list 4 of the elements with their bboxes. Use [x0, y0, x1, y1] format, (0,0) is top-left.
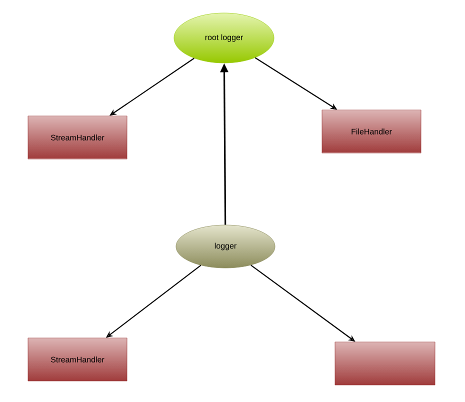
handler-box: StreamHandler	[28, 338, 128, 382]
handler-box: FileHandler	[322, 110, 422, 154]
empty-box	[334, 342, 436, 386]
handler-box: StreamHandler	[28, 116, 128, 160]
